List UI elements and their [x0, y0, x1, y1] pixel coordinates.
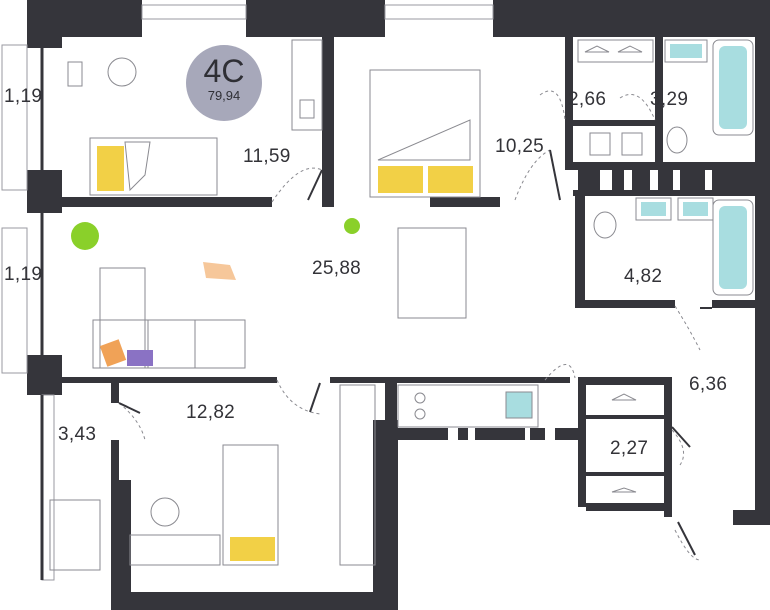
door-swings [118, 90, 701, 561]
room-label-living-kitchen: 25,88 [312, 258, 362, 279]
room-label-bathroom-mid: 4,82 [624, 266, 663, 287]
apartment-total-area: 79,94 [207, 88, 241, 103]
bathroom-fixtures [577, 39, 754, 296]
windows [1, 4, 494, 581]
room-label-bedroom-main: 10,25 [495, 136, 545, 157]
room-label-bedroom-bottom: 12,82 [186, 402, 236, 423]
apartment-badge: 4С 79,94 [186, 45, 262, 121]
bedroom-left-furniture [67, 39, 323, 207]
wardrobe-hangers [584, 45, 643, 493]
apartment-code: 4С [203, 53, 245, 89]
room-label-balcony-bottom: 1,19 [4, 264, 43, 285]
room-label-wardrobe: 2,27 [610, 438, 649, 459]
room-label-hall: 6,36 [689, 374, 728, 395]
room-label-wc: 2,66 [568, 89, 607, 110]
bottom-bedroom-furniture [49, 384, 376, 571]
room-label-loggia: 3,43 [58, 424, 97, 445]
kitchen-counter [397, 384, 539, 428]
main-bedroom-bed [369, 69, 481, 198]
exterior-walls [27, 0, 770, 610]
living-room-furniture [71, 218, 467, 369]
room-label-balcony-top: 1,19 [4, 86, 43, 107]
door-leaves [118, 149, 712, 556]
room-label-bedroom-left: 11,59 [243, 146, 291, 167]
room-label-bathroom-top: 3,29 [650, 89, 689, 110]
interior-walls [62, 37, 763, 593]
